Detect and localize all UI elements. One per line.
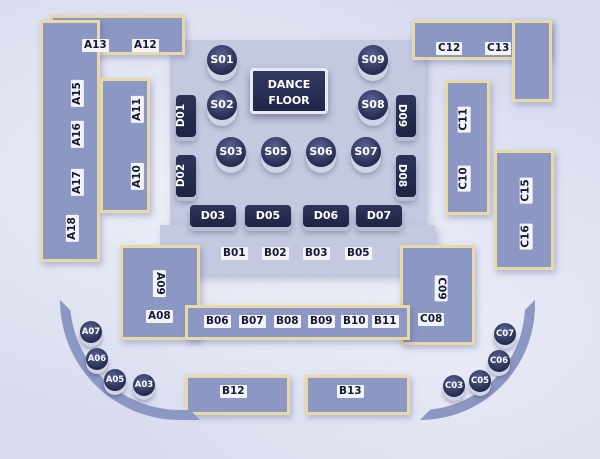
section-a18[interactable]: A18 — [65, 215, 79, 242]
section-b09[interactable]: B09 — [308, 315, 335, 328]
section-a10[interactable]: A10 — [130, 163, 144, 190]
section-a12[interactable]: A12 — [132, 39, 159, 52]
section-a15[interactable]: A15 — [70, 80, 84, 107]
section-a17[interactable]: A17 — [70, 169, 84, 196]
section-b13[interactable]: B13 — [337, 385, 364, 398]
section-b03[interactable]: B03 — [303, 247, 330, 260]
section-c16[interactable]: C16 — [519, 223, 533, 250]
section-a08[interactable]: A08 — [146, 310, 173, 323]
section-b07[interactable]: B07 — [239, 315, 266, 328]
section-b12[interactable]: B12 — [220, 385, 247, 398]
section-c12[interactable]: C12 — [436, 42, 463, 55]
table-d01[interactable]: D01 — [175, 95, 196, 137]
section-a06[interactable]: A06 — [86, 348, 108, 370]
zone-c-far-right — [494, 150, 554, 270]
section-a09[interactable]: A09 — [152, 270, 166, 297]
section-c10[interactable]: C10 — [457, 165, 471, 192]
table-d02[interactable]: D02 — [175, 155, 196, 197]
section-b08[interactable]: B08 — [274, 315, 301, 328]
zone-c-right — [512, 20, 552, 102]
table-d01-label: D01 — [175, 103, 188, 128]
stool-s09[interactable]: S09 — [358, 45, 388, 75]
section-c07[interactable]: C07 — [494, 323, 516, 345]
section-a05[interactable]: A05 — [104, 369, 126, 391]
section-c15[interactable]: C15 — [519, 177, 533, 204]
section-c06[interactable]: C06 — [488, 350, 510, 372]
section-b11[interactable]: B11 — [372, 315, 399, 328]
section-a11[interactable]: A11 — [130, 96, 144, 123]
section-c13[interactable]: C13 — [485, 42, 512, 55]
table-d05[interactable]: D05 — [245, 205, 291, 227]
zone-a-curve — [60, 300, 200, 420]
section-b02[interactable]: B02 — [262, 247, 289, 260]
stool-s05[interactable]: S05 — [261, 137, 291, 167]
section-c03[interactable]: C03 — [443, 375, 465, 397]
section-c08[interactable]: C08 — [418, 313, 445, 326]
stool-s03[interactable]: S03 — [216, 137, 246, 167]
table-d08[interactable]: D08 — [396, 155, 416, 197]
stool-s02[interactable]: S02 — [207, 90, 237, 120]
dance-floor[interactable]: DANCE FLOOR — [250, 68, 328, 114]
table-d09-label: D09 — [396, 103, 409, 128]
section-a07[interactable]: A07 — [80, 321, 102, 343]
stool-s07[interactable]: S07 — [351, 137, 381, 167]
table-d08-label: D08 — [396, 163, 409, 188]
section-b10[interactable]: B10 — [341, 315, 368, 328]
dance-floor-label-line1: DANCE — [267, 78, 311, 91]
table-d09[interactable]: D09 — [396, 95, 416, 137]
section-c05[interactable]: C05 — [469, 370, 491, 392]
section-c11[interactable]: C11 — [457, 106, 471, 133]
section-a16[interactable]: A16 — [70, 121, 84, 148]
stool-s08[interactable]: S08 — [358, 90, 388, 120]
section-b05[interactable]: B05 — [345, 247, 372, 260]
stool-s01[interactable]: S01 — [207, 45, 237, 75]
table-d07[interactable]: D07 — [356, 205, 402, 227]
section-b01[interactable]: B01 — [221, 247, 248, 260]
section-a03[interactable]: A03 — [133, 374, 155, 396]
upper-walkway — [160, 225, 435, 275]
dance-floor-label-line2: FLOOR — [268, 94, 310, 107]
section-b06[interactable]: B06 — [204, 315, 231, 328]
stool-s06[interactable]: S06 — [306, 137, 336, 167]
section-c09[interactable]: C09 — [434, 275, 448, 302]
zone-c-inner — [445, 80, 490, 215]
table-d02-label: D02 — [175, 163, 188, 188]
table-d03[interactable]: D03 — [190, 205, 236, 227]
section-a13[interactable]: A13 — [82, 39, 109, 52]
table-d06[interactable]: D06 — [303, 205, 349, 227]
